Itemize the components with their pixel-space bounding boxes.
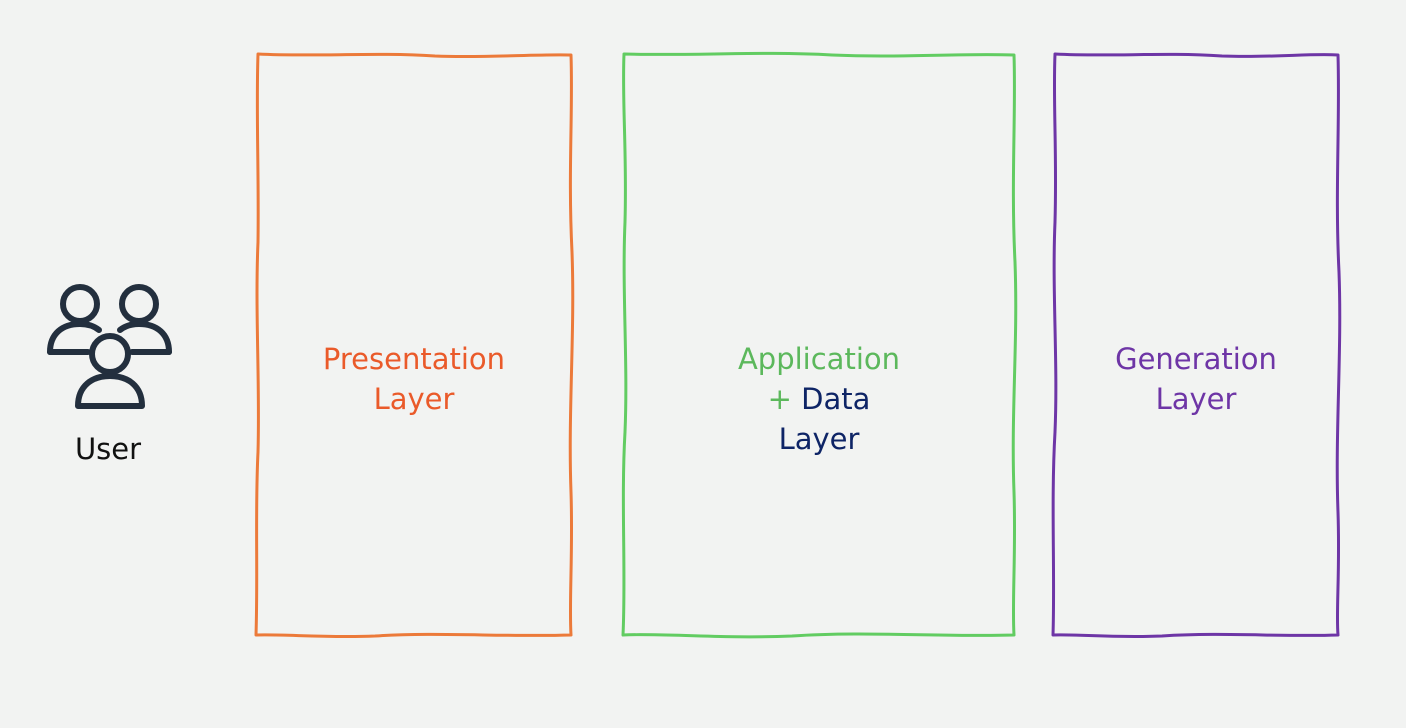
generation-layer-border <box>1051 52 1342 639</box>
presentation-layer-title: Presentation <box>322 342 506 376</box>
generation-layer-label: Generation Layer <box>1052 339 1340 419</box>
generation-layer-box: Generation Layer <box>1051 52 1342 639</box>
presentation-layer-label: Presentation Layer <box>255 339 573 419</box>
application-layer-title: Application <box>737 342 901 376</box>
presentation-layer-border <box>254 52 575 639</box>
presentation-layer-subtitle: Layer <box>373 382 455 416</box>
presentation-layer-box: Presentation Layer <box>254 52 575 639</box>
generation-layer-subtitle: Layer <box>1155 382 1237 416</box>
data-word: Data <box>801 382 871 416</box>
application-layer-subtitle: Layer <box>778 422 860 456</box>
users-group-icon <box>47 284 172 409</box>
application-layer-border <box>621 51 1018 639</box>
plus-sign: + <box>767 382 792 416</box>
application-data-layer-box: Application + Data Layer <box>621 51 1018 639</box>
user-label: User <box>74 432 142 466</box>
user-node: User <box>40 278 176 478</box>
generation-layer-title: Generation <box>1115 342 1277 376</box>
application-layer-label: Application + Data Layer <box>622 339 1016 459</box>
